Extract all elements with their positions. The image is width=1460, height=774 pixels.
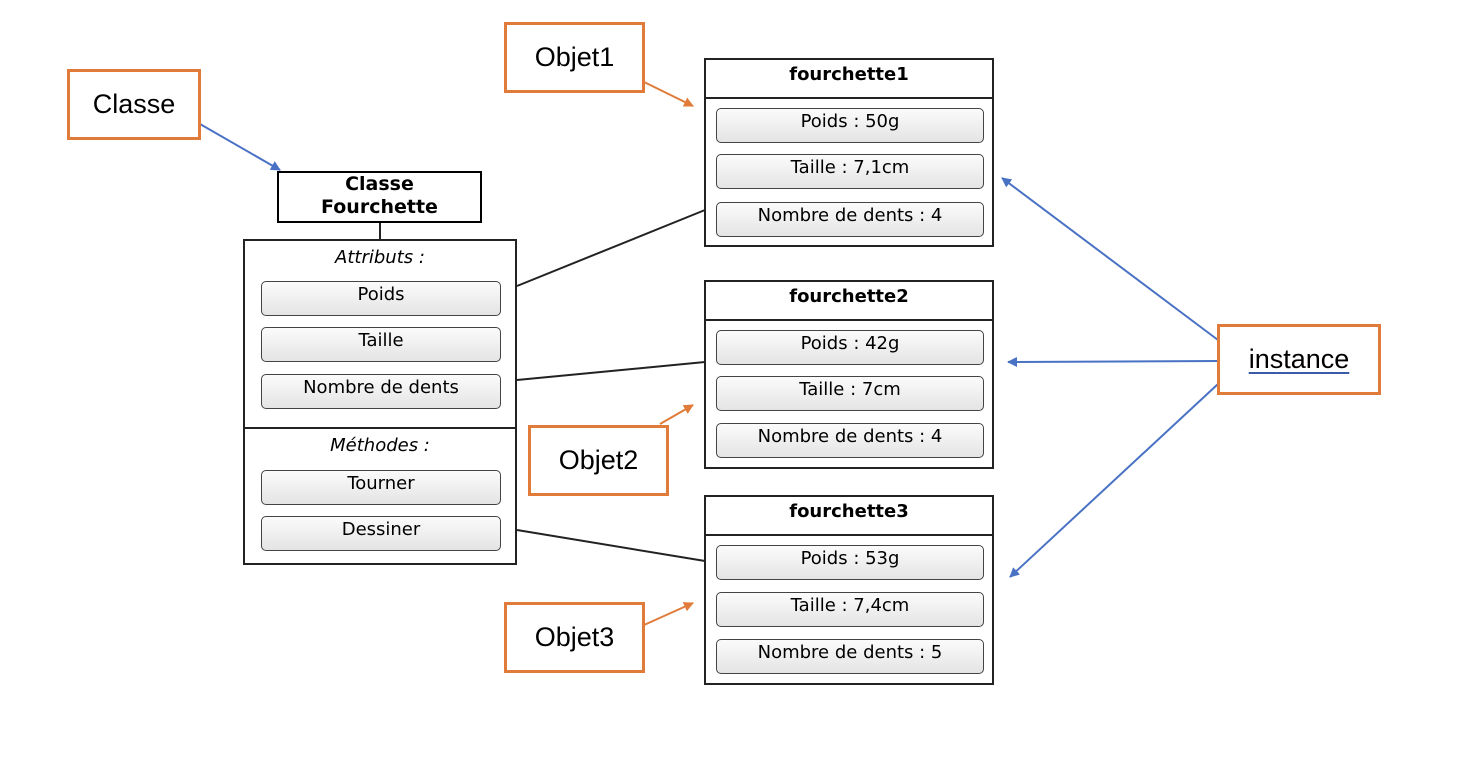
object-fourchette3-body: Poids : 53g Taille : 7,4cm Nombre de den… — [704, 534, 994, 685]
object3-field-dents: Nombre de dents : 5 — [716, 639, 984, 674]
callout-classe: Classe — [67, 69, 201, 140]
arrow-objet3 — [643, 602, 694, 626]
object1-field-taille: Taille : 7,1cm — [716, 154, 984, 189]
object2-field-dents: Nombre de dents : 4 — [716, 423, 984, 458]
callout-instance-label: instance — [1248, 344, 1350, 374]
arrow-instance-1 — [1001, 177, 1219, 341]
method-tourner: Tourner — [261, 470, 501, 505]
arrow-classe — [199, 123, 281, 171]
callout-objet1-label: Objet1 — [534, 42, 615, 72]
arrow-objet2 — [659, 404, 694, 425]
attributes-title: Attributs : — [335, 247, 425, 268]
object2-field-taille: Taille : 7cm — [716, 376, 984, 411]
object2-field-poids: Poids : 42g — [716, 330, 984, 365]
callout-objet1: Objet1 — [504, 22, 645, 93]
link-class-fourchette2 — [516, 361, 706, 381]
callout-objet2-label: Objet2 — [558, 445, 639, 475]
arrow-objet1 — [643, 81, 694, 107]
object-fourchette3-title: fourchette3 — [704, 495, 994, 535]
callout-classe-label: Classe — [92, 89, 176, 119]
object-fourchette1-body: Poids : 50g Taille : 7,1cm Nombre de den… — [704, 97, 994, 247]
object-fourchette2-body: Poids : 42g Taille : 7cm Nombre de dents… — [704, 319, 994, 469]
object3-field-poids: Poids : 53g — [716, 545, 984, 580]
method-dessiner: Dessiner — [261, 516, 501, 551]
class-methods-section: Méthodes : Tourner Dessiner — [243, 427, 517, 565]
class-attributes-section: Attributs : Poids Taille Nombre de dents — [243, 239, 517, 429]
object-fourchette1-title: fourchette1 — [704, 58, 994, 98]
object-fourchette2-title: fourchette2 — [704, 280, 994, 320]
link-class-fourchette3 — [516, 529, 706, 562]
class-name-line2: Fourchette — [321, 196, 438, 218]
callout-instance: instance — [1217, 324, 1381, 395]
callout-objet3: Objet3 — [504, 602, 645, 673]
attribute-nombre-de-dents: Nombre de dents — [261, 374, 501, 409]
class-name-box: Classe Fourchette — [277, 171, 482, 223]
object3-field-taille: Taille : 7,4cm — [716, 592, 984, 627]
arrow-instance-3 — [1009, 383, 1219, 578]
arrow-instance-2 — [1007, 356, 1219, 367]
callout-objet2: Objet2 — [528, 425, 669, 496]
methods-title: Méthodes : — [330, 435, 430, 456]
attribute-poids: Poids — [261, 281, 501, 316]
object1-field-poids: Poids : 50g — [716, 108, 984, 143]
class-name-line1: Classe — [345, 173, 414, 195]
callout-objet3-label: Objet3 — [534, 622, 615, 652]
object1-field-dents: Nombre de dents : 4 — [716, 202, 984, 237]
attribute-taille: Taille — [261, 327, 501, 362]
link-class-fourchette1 — [516, 209, 706, 287]
